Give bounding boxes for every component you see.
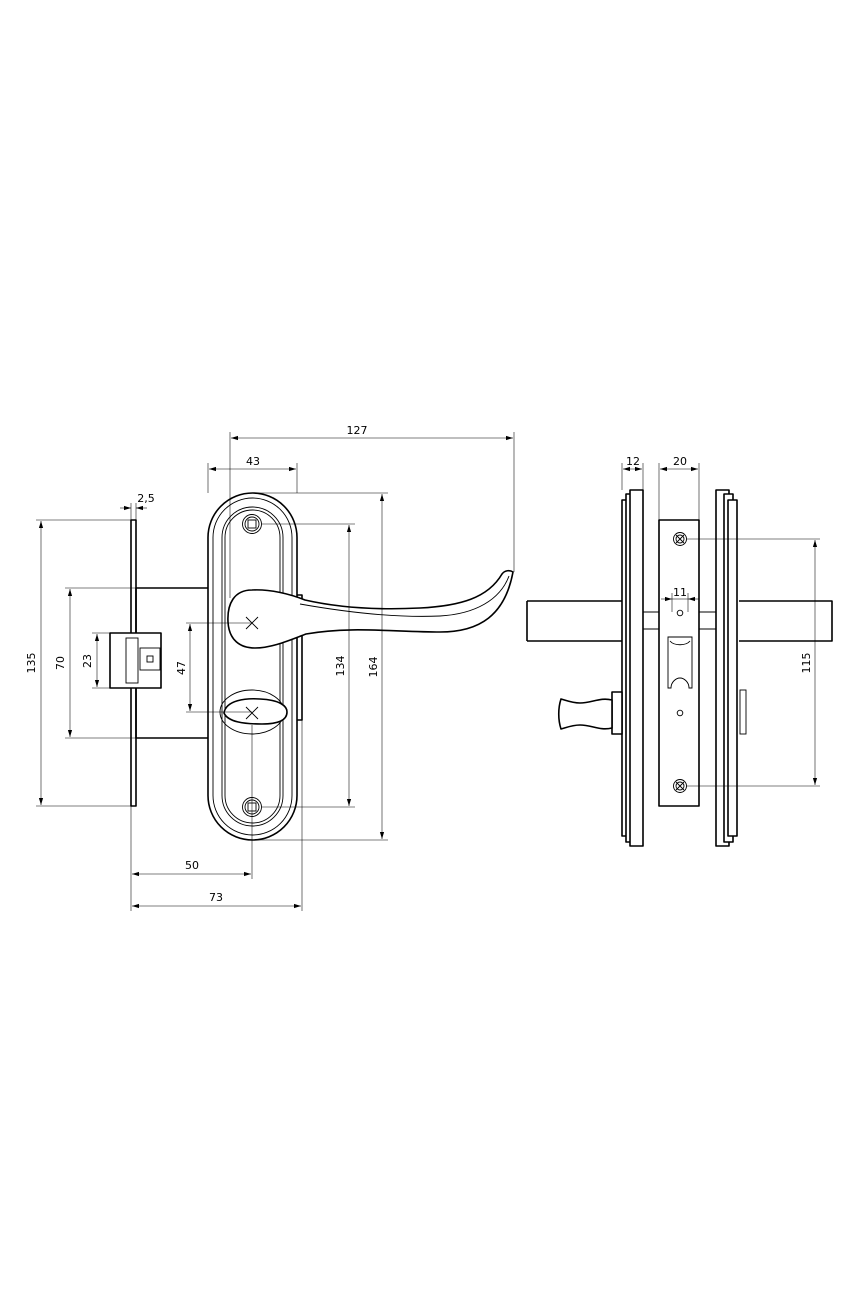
dim-faceplate-height: 135 — [25, 653, 38, 674]
dim-depth: 73 — [209, 891, 223, 904]
lock-case — [643, 519, 716, 807]
escutcheon-plate — [207, 492, 303, 841]
side-view — [526, 489, 833, 847]
dim-body-thickness: 20 — [673, 455, 687, 468]
dim-lock-body-height: 70 — [54, 656, 67, 670]
dim-latch-height: 23 — [81, 654, 94, 668]
dim-handle-to-turn: 47 — [175, 661, 188, 675]
dim-rose-thickness: 12 — [626, 455, 640, 468]
right-rose — [715, 489, 738, 847]
dim-spindle-width: 11 — [673, 586, 687, 599]
dim-faceplate-thickness: 2,5 — [137, 492, 155, 505]
left-rose — [621, 489, 644, 847]
lever-handle — [227, 569, 514, 649]
dim-plate-height: 164 — [367, 657, 380, 678]
dimension-lines: 127 43 2,5 135 70 23 47 134 164 50 73 12… — [25, 424, 820, 911]
dim-backset: 50 — [185, 859, 199, 872]
lock-body — [109, 519, 211, 807]
dim-handle-plate-width: 43 — [246, 455, 260, 468]
dim-side-screw-spacing: 115 — [800, 653, 813, 674]
top-screw — [242, 514, 262, 534]
dim-screw-spacing: 134 — [334, 656, 347, 677]
front-view — [109, 492, 514, 841]
dim-overall-width: 127 — [347, 424, 368, 437]
side-thumb-turn — [557, 691, 623, 735]
